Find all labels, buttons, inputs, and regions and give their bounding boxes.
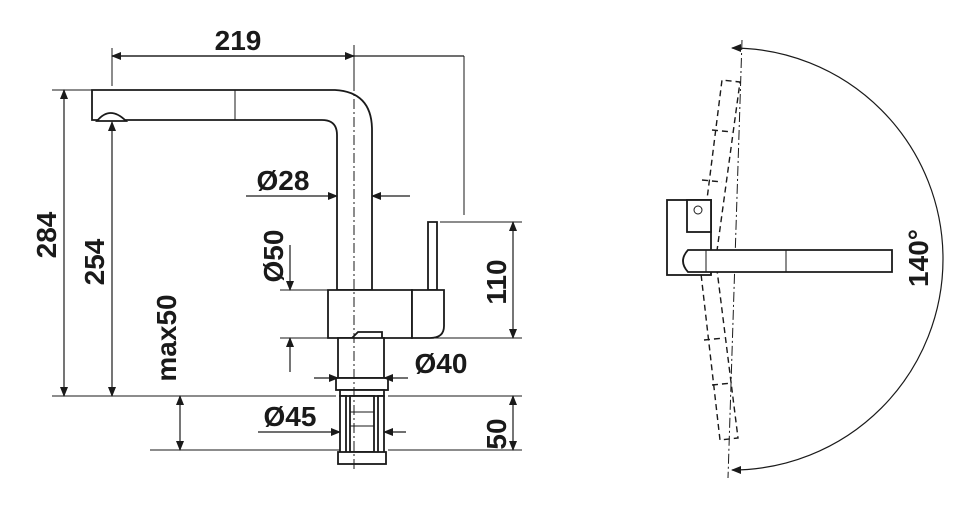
dim-110-label: 110 xyxy=(481,259,512,304)
dim-height-50: 50 xyxy=(388,395,522,451)
dim-max50-label: max50 xyxy=(151,294,182,381)
dim-dia40-label: Ø40 xyxy=(415,348,468,379)
spout-swing-upper xyxy=(699,79,741,259)
top-view-body xyxy=(666,199,893,276)
dim-dia28-label: Ø28 xyxy=(257,165,310,196)
faucet-body xyxy=(91,89,445,465)
top-view: 140° xyxy=(666,39,944,479)
dim-width-219: 219 xyxy=(111,25,465,215)
spout-swing-lower xyxy=(699,261,739,441)
dim-219-label: 219 xyxy=(215,25,262,56)
dim-50-label: 50 xyxy=(481,418,512,449)
dim-dia50-label: Ø50 xyxy=(258,230,289,283)
dim-254-label: 254 xyxy=(79,238,110,285)
dim-dia-40: Ø40 xyxy=(314,348,468,382)
dim-dia45-label: Ø45 xyxy=(264,401,317,432)
dim-dia-50: Ø50 xyxy=(258,230,328,372)
dim-max50: max50 xyxy=(150,294,340,451)
dim-height-110: 110 xyxy=(412,221,522,339)
front-view: 219 284 254 max50 Ø28 xyxy=(31,25,522,470)
swivel-angle-label: 140° xyxy=(903,229,934,287)
dim-dia-28: Ø28 xyxy=(246,165,410,200)
dim-dia-45: Ø45 xyxy=(258,401,406,436)
dim-284-label: 284 xyxy=(31,211,62,258)
dim-height-254: 254 xyxy=(79,121,116,397)
dim-height-284: 284 xyxy=(31,89,336,397)
